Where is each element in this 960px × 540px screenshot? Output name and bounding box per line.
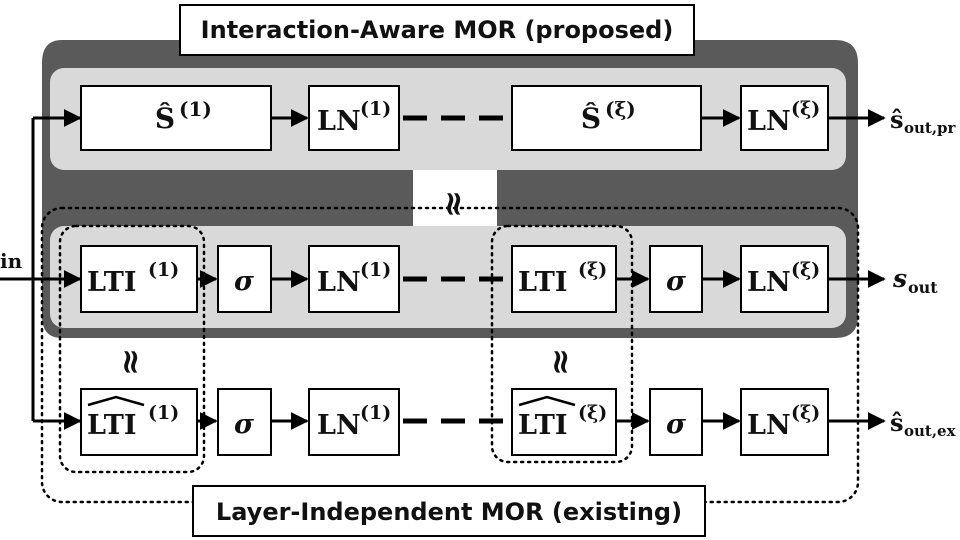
- approx-center: ≈: [434, 190, 474, 219]
- lti-r2-last-label: LTI: [518, 267, 568, 298]
- output-original-sub: out: [908, 278, 938, 297]
- proposed-title: Interaction-Aware MOR (proposed): [201, 16, 674, 44]
- lti-r2-last-block: [511, 245, 617, 313]
- ln-r2-last-label: LN: [747, 267, 791, 298]
- region-gap: [413, 170, 497, 226]
- ln-r1-last-index: (ξ): [791, 98, 820, 120]
- input-label: in: [0, 249, 23, 273]
- approx-right: ≈: [541, 348, 581, 377]
- ln-r1-last-label: LN: [747, 106, 791, 137]
- ln-r2-first-block: [308, 245, 400, 313]
- ln-r1-first-block: [308, 85, 400, 151]
- output-proposed-sub: out,pr: [904, 119, 957, 137]
- output-existing-sub: out,ex: [904, 422, 957, 440]
- proposed-title-box: [179, 4, 695, 56]
- sigma-r3-first-label: σ: [234, 409, 254, 440]
- lti-r2-first-block: [80, 245, 198, 313]
- output-existing: ŝ: [890, 408, 904, 437]
- ln-r1-first-label: LN: [317, 106, 361, 137]
- lti-r2-last-index: (ξ): [578, 259, 607, 281]
- ln-r3-first-label: LN: [317, 410, 361, 441]
- lti-r2-first-index: (1): [148, 259, 179, 281]
- lti-hat-r3-last-index: (ξ): [578, 402, 607, 424]
- existing-outline: [40, 206, 860, 504]
- approx-left: ≈: [111, 348, 151, 377]
- ln-r3-first-index: (1): [360, 402, 391, 424]
- lti-group-last: [490, 224, 634, 464]
- lti-hat-r3-first-block: [80, 388, 198, 456]
- lti-hat-r3-last-hat: [518, 395, 576, 407]
- ln-r2-first-label: LN: [317, 267, 361, 298]
- ln-r3-last-label: LN: [747, 410, 791, 441]
- sigma-r2-first-label: σ: [234, 266, 254, 297]
- ln-r1-first-index: (1): [360, 98, 391, 120]
- s-hat-first-block: [80, 85, 272, 151]
- sigma-r3-last-block: [649, 388, 703, 456]
- sigma-r2-first-block: [217, 245, 272, 313]
- ln-r2-last-index: (ξ): [791, 259, 820, 281]
- lti-hat-r3-first-label: LTI: [87, 410, 137, 441]
- sigma-r2-last-label: σ: [666, 266, 686, 297]
- sigma-r2-last-block: [649, 245, 703, 313]
- lti-hat-r3-last-block: [511, 388, 617, 456]
- ln-r3-last-index: (ξ): [791, 402, 820, 424]
- output-original: s: [892, 264, 907, 293]
- ln-r2-last-block: [740, 245, 829, 313]
- s-hat-last-index: (ξ): [605, 97, 636, 121]
- lti-hat-r3-first-hat: [87, 395, 145, 407]
- existing-title: Layer-Independent MOR (existing): [216, 498, 682, 526]
- s-hat-first-index: (1): [179, 97, 212, 121]
- lti-r2-first-label: LTI: [87, 267, 137, 298]
- sigma-r3-last-label: σ: [666, 409, 686, 440]
- existing-title-box: [192, 485, 706, 537]
- ln-r3-first-block: [308, 388, 400, 456]
- ln-r3-last-block: [740, 388, 829, 456]
- lti-hat-r3-first-index: (1): [148, 402, 179, 424]
- lti-hat-r3-last-label: LTI: [518, 410, 568, 441]
- output-proposed: ŝ: [890, 105, 904, 134]
- s-hat-last-label: Ŝ: [581, 101, 601, 135]
- s-hat-first-label: Ŝ: [155, 101, 175, 135]
- lti-group-first: [58, 224, 206, 474]
- sigma-r3-first-block: [217, 388, 272, 456]
- ln-r2-first-index: (1): [360, 259, 391, 281]
